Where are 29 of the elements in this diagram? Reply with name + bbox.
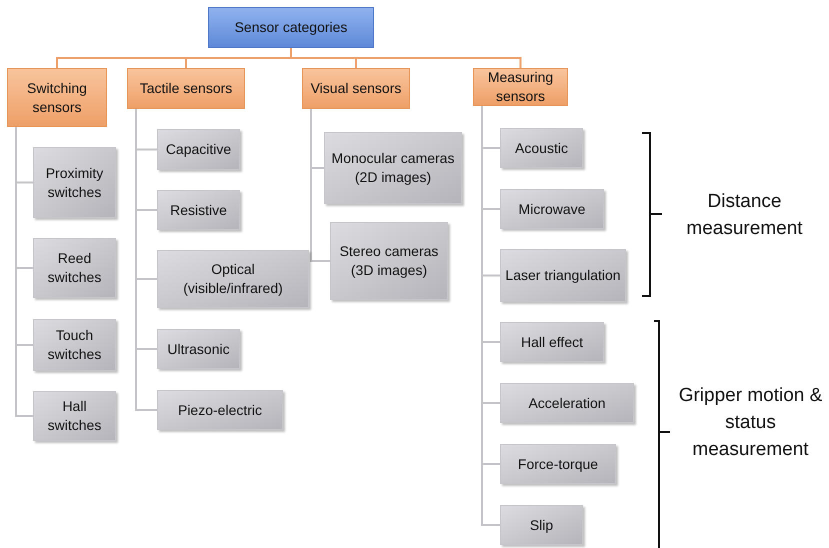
sensor-box: Hall effect xyxy=(500,322,604,362)
sensor-box: Touch switches xyxy=(33,319,116,371)
sensor-box: Monocular cameras (2D images) xyxy=(324,132,462,204)
category-box: Tactile sensors xyxy=(127,68,245,109)
category-box: Visual sensors xyxy=(302,68,410,109)
connector-line xyxy=(310,109,330,262)
sensor-box: Piezo-electric xyxy=(157,390,283,430)
sensor-box: Reed switches xyxy=(33,238,116,298)
sensor-box: Proximity switches xyxy=(33,147,116,218)
sensor-box: Optical (visible/infrared) xyxy=(157,250,309,308)
category-box: Measuring sensors xyxy=(473,68,568,106)
connector-line xyxy=(15,127,33,417)
category-box: Switching sensors xyxy=(7,68,107,127)
connector-line xyxy=(290,48,522,68)
sensor-box: Microwave xyxy=(500,189,604,229)
connector-line xyxy=(135,109,157,411)
sensor-box: Slip xyxy=(500,505,583,545)
sensor-box: Acoustic xyxy=(500,128,583,168)
sensor-box: Hall switches xyxy=(33,391,116,441)
group-label: Distance measurement xyxy=(685,190,804,241)
root-box: Sensor categories xyxy=(208,7,374,48)
sensor-box: Ultrasonic xyxy=(157,329,240,369)
sensor-box: Acceleration xyxy=(500,383,634,423)
sensor-box: Capacitive xyxy=(157,129,240,170)
group-label: Gripper motion & status measurement xyxy=(678,384,824,462)
sensor-box: Force-torque xyxy=(500,444,616,484)
sensor-box: Stereo cameras (3D images) xyxy=(330,222,448,300)
sensor-box: Resistive xyxy=(157,190,240,230)
sensor-box: Laser triangulation xyxy=(500,249,626,302)
